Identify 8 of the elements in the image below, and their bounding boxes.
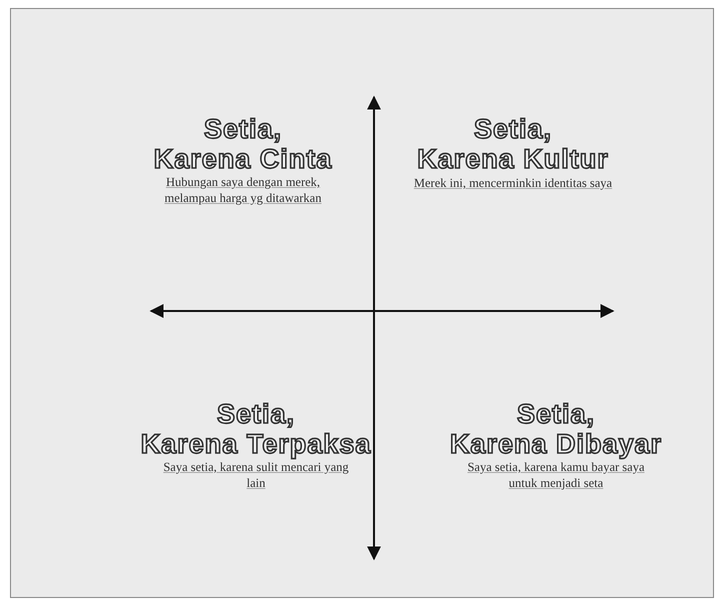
quadrant-description: Saya setia, karena kamu bayar saya untuk menjadi seta [466,459,646,491]
quadrant-description: Hubungan saya dengan merek, melampau harga yg ditawarkan [163,174,322,206]
quadrant-heading: Setia, Karena Terpaksa [140,399,372,459]
quadrant-description: Merek ini, mencerminkin identitas saya [413,175,613,191]
quadrant-heading: Setia, Karena Kultur [417,114,609,174]
quadrant-description: Saya setia, karena sulit mencari yang lain [162,459,350,491]
quadrant-heading: Setia, Karena Dibayar [450,399,662,459]
quadrant-heading: Setia, Karena Cinta [154,114,332,174]
